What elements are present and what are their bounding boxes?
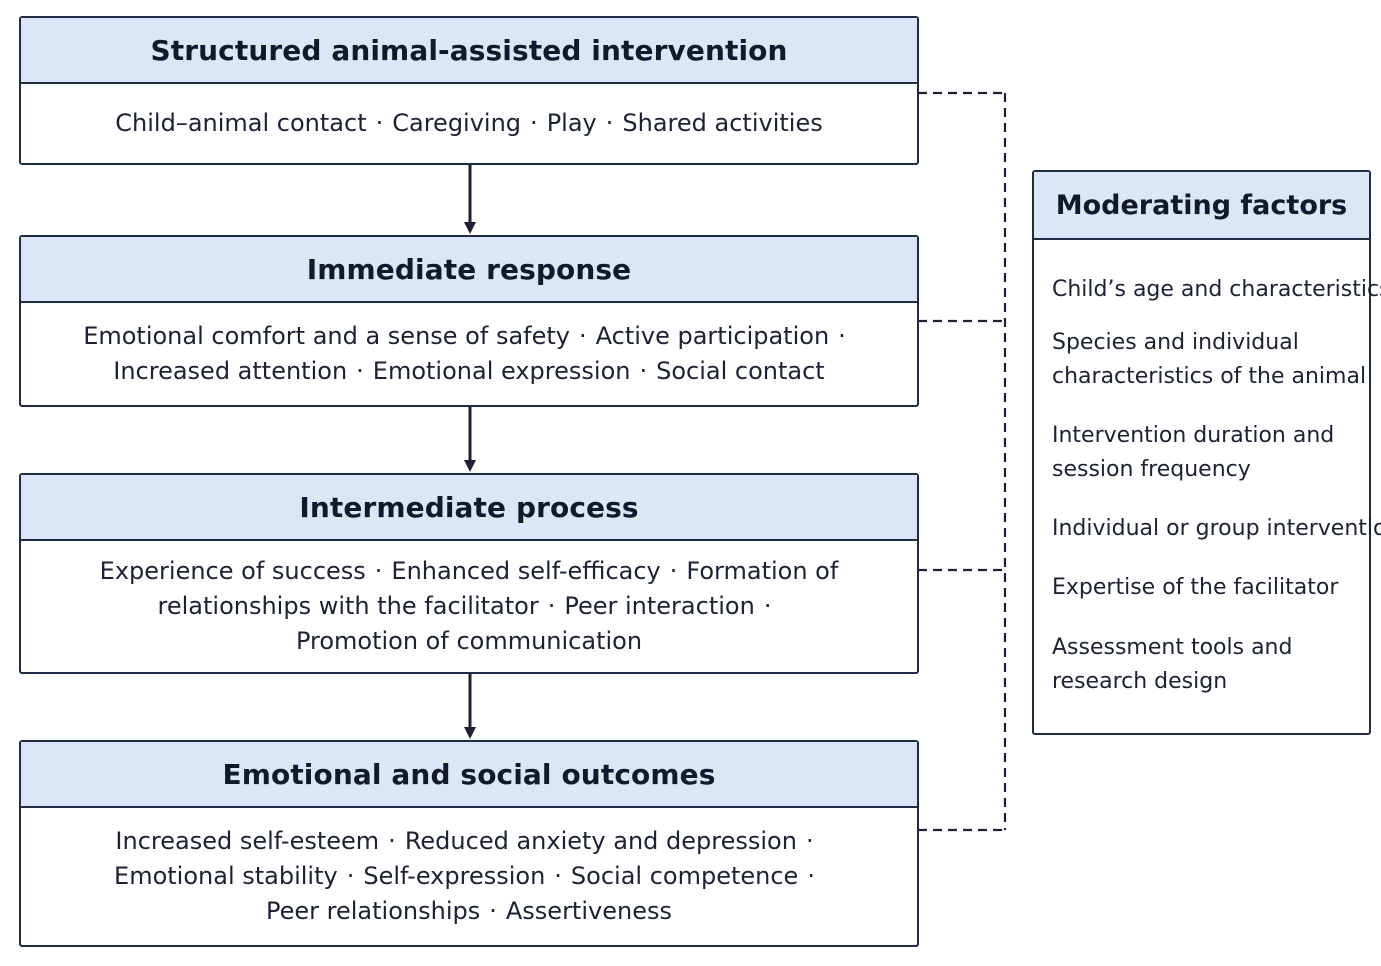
stage-item: Emotional expression <box>372 357 631 385</box>
separator-dot: · <box>547 592 556 620</box>
moderator-line: Assessment tools and <box>1052 635 1293 660</box>
stage-title: Emotional and social outcomes <box>21 742 917 808</box>
separator-dot: · <box>388 827 396 855</box>
moderator-line: Intervention duration and <box>1052 423 1335 448</box>
separator-dot: · <box>578 322 587 350</box>
stage-box-immediate-response: Immediate response Emotional comfort and… <box>19 235 919 407</box>
moderator-item-age: Child’s age and characteristics <box>1052 273 1381 307</box>
separator-dot: · <box>489 897 497 925</box>
stage-line: Increased self-esteem · Reduced anxiety an… <box>114 824 824 859</box>
stage-title: Structured animal-assisted intervention <box>21 18 917 84</box>
stage-line: Emotional comfort and a sense of safety ·… <box>83 319 855 354</box>
stage-box-intermediate-process: Intermediate process Experience of succe… <box>19 473 919 674</box>
separator-dot: · <box>346 862 355 890</box>
separator-dot: · <box>554 862 562 890</box>
moderator-line: Individual or group intervention <box>1052 516 1381 541</box>
stage-line: Peer relationships · Assertiveness <box>114 894 824 929</box>
stage-title: Immediate response <box>21 237 917 303</box>
moderator-item-duration: Intervention duration and session freque… <box>1052 419 1334 487</box>
stage-item: Formation of <box>686 557 839 585</box>
stage-item: Emotional comfort and a sense of safety <box>83 322 570 350</box>
stage-line: Emotional stability · Self-expression · Soci… <box>114 859 824 894</box>
stage-item: Promotion of communication <box>295 627 643 655</box>
stage-title: Intermediate process <box>21 475 917 541</box>
stage-line: relationships with the facilitator · Peer … <box>100 589 839 624</box>
stage-item: Increased self-esteem <box>115 827 380 855</box>
moderator-item-facilitator: Expertise of the facilitator <box>1052 571 1338 605</box>
moderator-item-format: Individual or group intervention <box>1052 512 1381 546</box>
stage-item: Play <box>546 109 597 137</box>
stage-item: Increased attention <box>113 357 348 385</box>
separator-dot: · <box>838 322 846 350</box>
moderating-factors-title: Moderating factors <box>1034 172 1369 240</box>
stage-line: Promotion of communication <box>100 624 839 659</box>
stage-line: Child–animal contact · Caregiving · Play · Sha… <box>115 106 822 141</box>
separator-dot: · <box>530 109 538 137</box>
stage-body: Emotional comfort and a sense of safety ·… <box>21 303 917 405</box>
moderator-line: characteristics of the animal <box>1052 364 1367 389</box>
stage-box-outcomes: Emotional and social outcomes Increased … <box>19 740 919 947</box>
moderator-line: Child’s age and characteristics <box>1052 277 1381 302</box>
moderator-line: session frequency <box>1052 457 1251 482</box>
stage-body: Experience of success · Enhanced self-effi… <box>21 541 917 672</box>
moderator-dashed-connectors <box>918 91 1007 832</box>
stage-body: Child–animal contact · Caregiving · Play · Sha… <box>21 84 917 163</box>
stage-item: Self-expression <box>363 862 546 890</box>
separator-dot: · <box>605 109 614 137</box>
separator-dot: · <box>639 357 648 385</box>
stage-item: Peer interaction <box>564 592 755 620</box>
moderator-item-species: Species and individual characteristics o… <box>1052 326 1366 394</box>
stage-item: Child–animal contact <box>115 109 367 137</box>
stage-item: Caregiving <box>392 109 522 137</box>
moderating-factors-panel: Moderating factors Child’s age and chara… <box>1032 170 1381 735</box>
stage-body: Increased self-esteem · Reduced anxiety an… <box>21 808 917 945</box>
stage-item: Social competence <box>570 862 799 890</box>
separator-dot: · <box>356 357 364 385</box>
stage-item: Experience of success <box>99 557 366 585</box>
separator-dot: · <box>375 109 384 137</box>
stage-item: Peer relationships <box>266 897 481 925</box>
stage-item: relationships with the facilitator <box>157 592 539 620</box>
separator-dot: · <box>374 557 383 585</box>
stage-item: Social contact <box>656 357 825 385</box>
moderator-line: Species and individual <box>1052 330 1299 355</box>
separator-dot: · <box>805 827 814 855</box>
stage-item: Shared activities <box>622 109 823 137</box>
stage-box-intervention: Structured animal-assisted intervention … <box>19 16 919 165</box>
stage-item: Emotional stability <box>114 862 338 890</box>
moderator-item-assessment: Assessment tools and research design <box>1052 631 1292 699</box>
moderator-line: Expertise of the facilitator <box>1052 575 1339 600</box>
stage-line: Increased attention · Emotional expression… <box>83 354 855 389</box>
stage-item: Active participation <box>595 322 830 350</box>
stage-item: Enhanced self-efficacy <box>391 557 661 585</box>
stage-item: Assertiveness <box>505 897 672 925</box>
stage-item: Reduced anxiety and depression <box>404 827 797 855</box>
moderator-line: research design <box>1052 669 1228 694</box>
separator-dot: · <box>669 557 678 585</box>
separator-dot: · <box>763 592 772 620</box>
separator-dot: · <box>807 862 815 890</box>
stage-line: Experience of success · Enhanced self-effi… <box>100 554 839 589</box>
